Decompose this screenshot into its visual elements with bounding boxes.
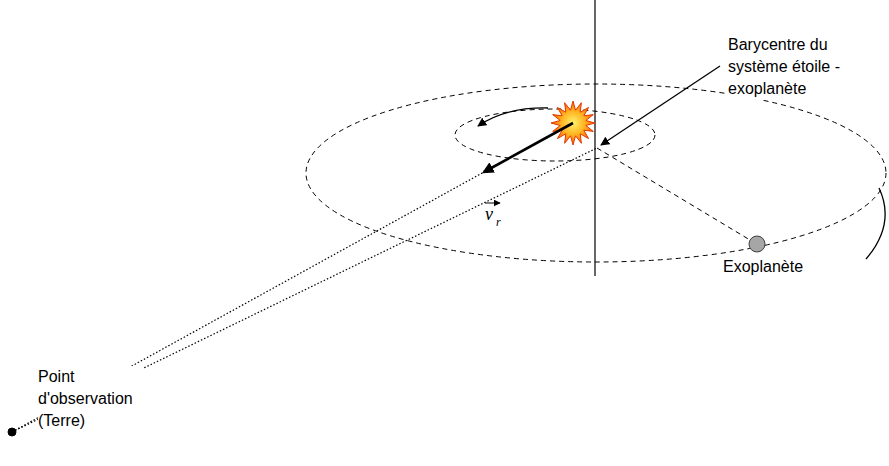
- vector-accent: [485, 203, 500, 204]
- radius-line: [597, 148, 750, 240]
- planet-orbit: [306, 84, 886, 262]
- observer-node: Point d'observation (Terre): [4, 366, 154, 438]
- callout-text: Barycentre du système étoile - exoplanèt…: [728, 34, 878, 100]
- axis-line: [594, 0, 595, 276]
- node-marker: [4, 366, 18, 438]
- node-marker: [700, 234, 767, 254]
- node-dot: [8, 428, 16, 436]
- velocity-vector: [484, 123, 573, 172]
- node-text: Exoplanète: [700, 256, 826, 278]
- motion-arc: [866, 188, 885, 259]
- rotation-arrow: [478, 108, 548, 126]
- planet-node: Exoplanète: [700, 234, 826, 278]
- vector-subscript: r: [496, 216, 501, 228]
- node-text: Point d'observation (Terre): [38, 366, 143, 432]
- sight-line: [12, 123, 573, 432]
- vector-symbol: v: [484, 206, 494, 222]
- node-dot: [749, 236, 765, 252]
- sight-line: [12, 148, 597, 432]
- leader-arrow: [601, 66, 720, 145]
